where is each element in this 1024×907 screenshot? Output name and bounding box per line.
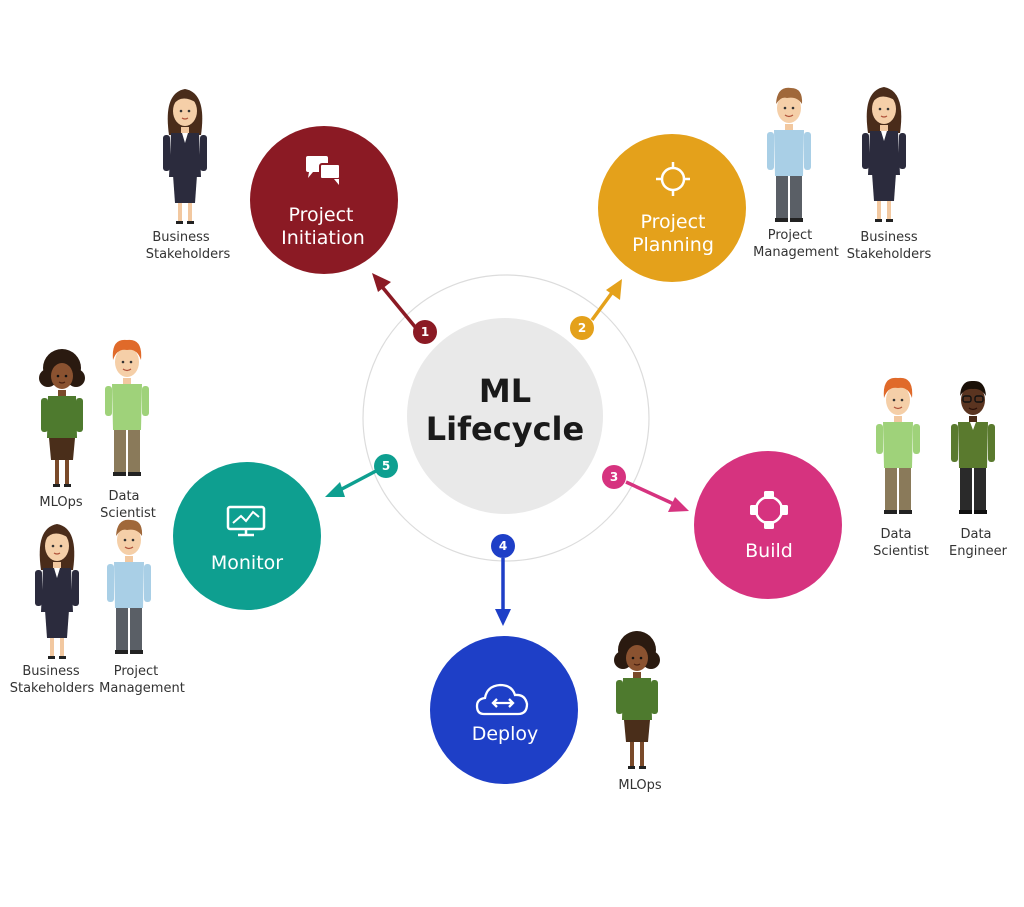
step-number-5: 5 — [382, 459, 390, 473]
role-label-line2: Stakeholders — [847, 247, 932, 262]
role-monitor-business-stakeholders: Business Stakeholders — [10, 523, 95, 696]
step-number-2: 2 — [578, 321, 586, 335]
project-manager-figure — [766, 87, 812, 223]
role-label-line1: MLOps — [39, 495, 82, 510]
role-label-line2: Engineer — [949, 544, 1008, 559]
stage-5-title: Monitor — [211, 552, 283, 574]
step-number-4: 4 — [499, 539, 507, 553]
business-woman-figure — [861, 86, 907, 223]
stage-project-initiation: Project Initiation — [250, 126, 398, 274]
lifecycle-ring — [362, 274, 650, 562]
role-planning-business-stakeholders: Business Stakeholders — [847, 86, 932, 262]
stage-1-title-line1: Project — [288, 204, 353, 226]
stage-project-planning: Project Planning — [598, 134, 746, 282]
data-scientist-figure — [875, 377, 921, 515]
arrow-1 — [372, 273, 418, 330]
step-number-3: 3 — [610, 470, 618, 484]
role-build-data-engineer: Data Engineer — [949, 380, 1008, 559]
stage-deploy: Deploy — [430, 636, 578, 784]
arrow-5 — [325, 469, 377, 497]
step-number-1: 1 — [421, 325, 429, 339]
step-badge-2: 2 — [570, 316, 594, 340]
role-label-line2: Stakeholders — [146, 247, 231, 262]
step-badge-1: 1 — [413, 320, 437, 344]
stage-2-title-line2: Planning — [632, 234, 714, 256]
center-title-line2: Lifecycle — [426, 410, 584, 448]
role-initiation-business-stakeholders: Business Stakeholders — [146, 88, 231, 262]
crosshair-icon — [656, 162, 690, 196]
role-planning-project-management: Project Management — [753, 87, 839, 260]
lifecycle-center-circle — [407, 318, 603, 514]
role-label-line1: Project — [114, 664, 158, 679]
stage-1-title-line2: Initiation — [281, 227, 365, 249]
role-label-line1: Data — [960, 527, 991, 542]
stage-2-title-line1: Project — [640, 211, 705, 233]
role-label-line2: Scientist — [873, 544, 929, 559]
role-label-line2: Management — [99, 681, 185, 696]
role-monitor-project-management: Project Management — [99, 519, 185, 696]
role-label-line1: MLOps — [618, 778, 661, 793]
project-manager-figure — [106, 519, 152, 655]
role-label-line1: Data — [108, 489, 139, 504]
stage-4-title: Deploy — [472, 723, 539, 745]
role-label-line1: Business — [22, 664, 80, 679]
role-build-data-scientist: Data Scientist — [873, 377, 929, 559]
chat-bubbles-icon — [306, 156, 341, 185]
cloud-sync-icon — [475, 683, 529, 716]
stage-build: Build — [694, 451, 842, 599]
business-woman-figure — [34, 523, 80, 660]
role-label-line2: Management — [753, 245, 839, 260]
step-badge-3: 3 — [602, 465, 626, 489]
role-deploy-mlops: MLOps — [613, 630, 662, 793]
arrow-3 — [625, 480, 689, 512]
step-badge-5: 5 — [374, 454, 398, 478]
monitor-chart-icon — [226, 505, 266, 537]
role-label-line1: Business — [152, 230, 210, 245]
role-label-line1: Project — [768, 228, 812, 243]
stage-monitor: Monitor — [173, 462, 321, 610]
build-nodes-icon — [750, 491, 788, 529]
role-monitor-data-scientist: Data Scientist — [100, 339, 156, 521]
role-label-line2: Scientist — [100, 506, 156, 521]
mlops-figure — [38, 348, 86, 488]
role-label-line2: Stakeholders — [10, 681, 95, 696]
role-label-line1: Business — [860, 230, 918, 245]
role-label-line1: Data — [880, 527, 911, 542]
arrow-4 — [495, 558, 511, 626]
data-scientist-figure — [104, 339, 150, 477]
center-title-line1: ML — [479, 372, 531, 410]
business-woman-figure — [162, 88, 208, 225]
mlops-figure — [613, 630, 661, 770]
stage-3-title: Build — [745, 540, 793, 562]
arrow-2 — [590, 279, 622, 322]
role-monitor-mlops: MLOps — [38, 348, 86, 510]
data-engineer-figure — [950, 380, 996, 515]
step-badge-4: 4 — [491, 534, 515, 558]
